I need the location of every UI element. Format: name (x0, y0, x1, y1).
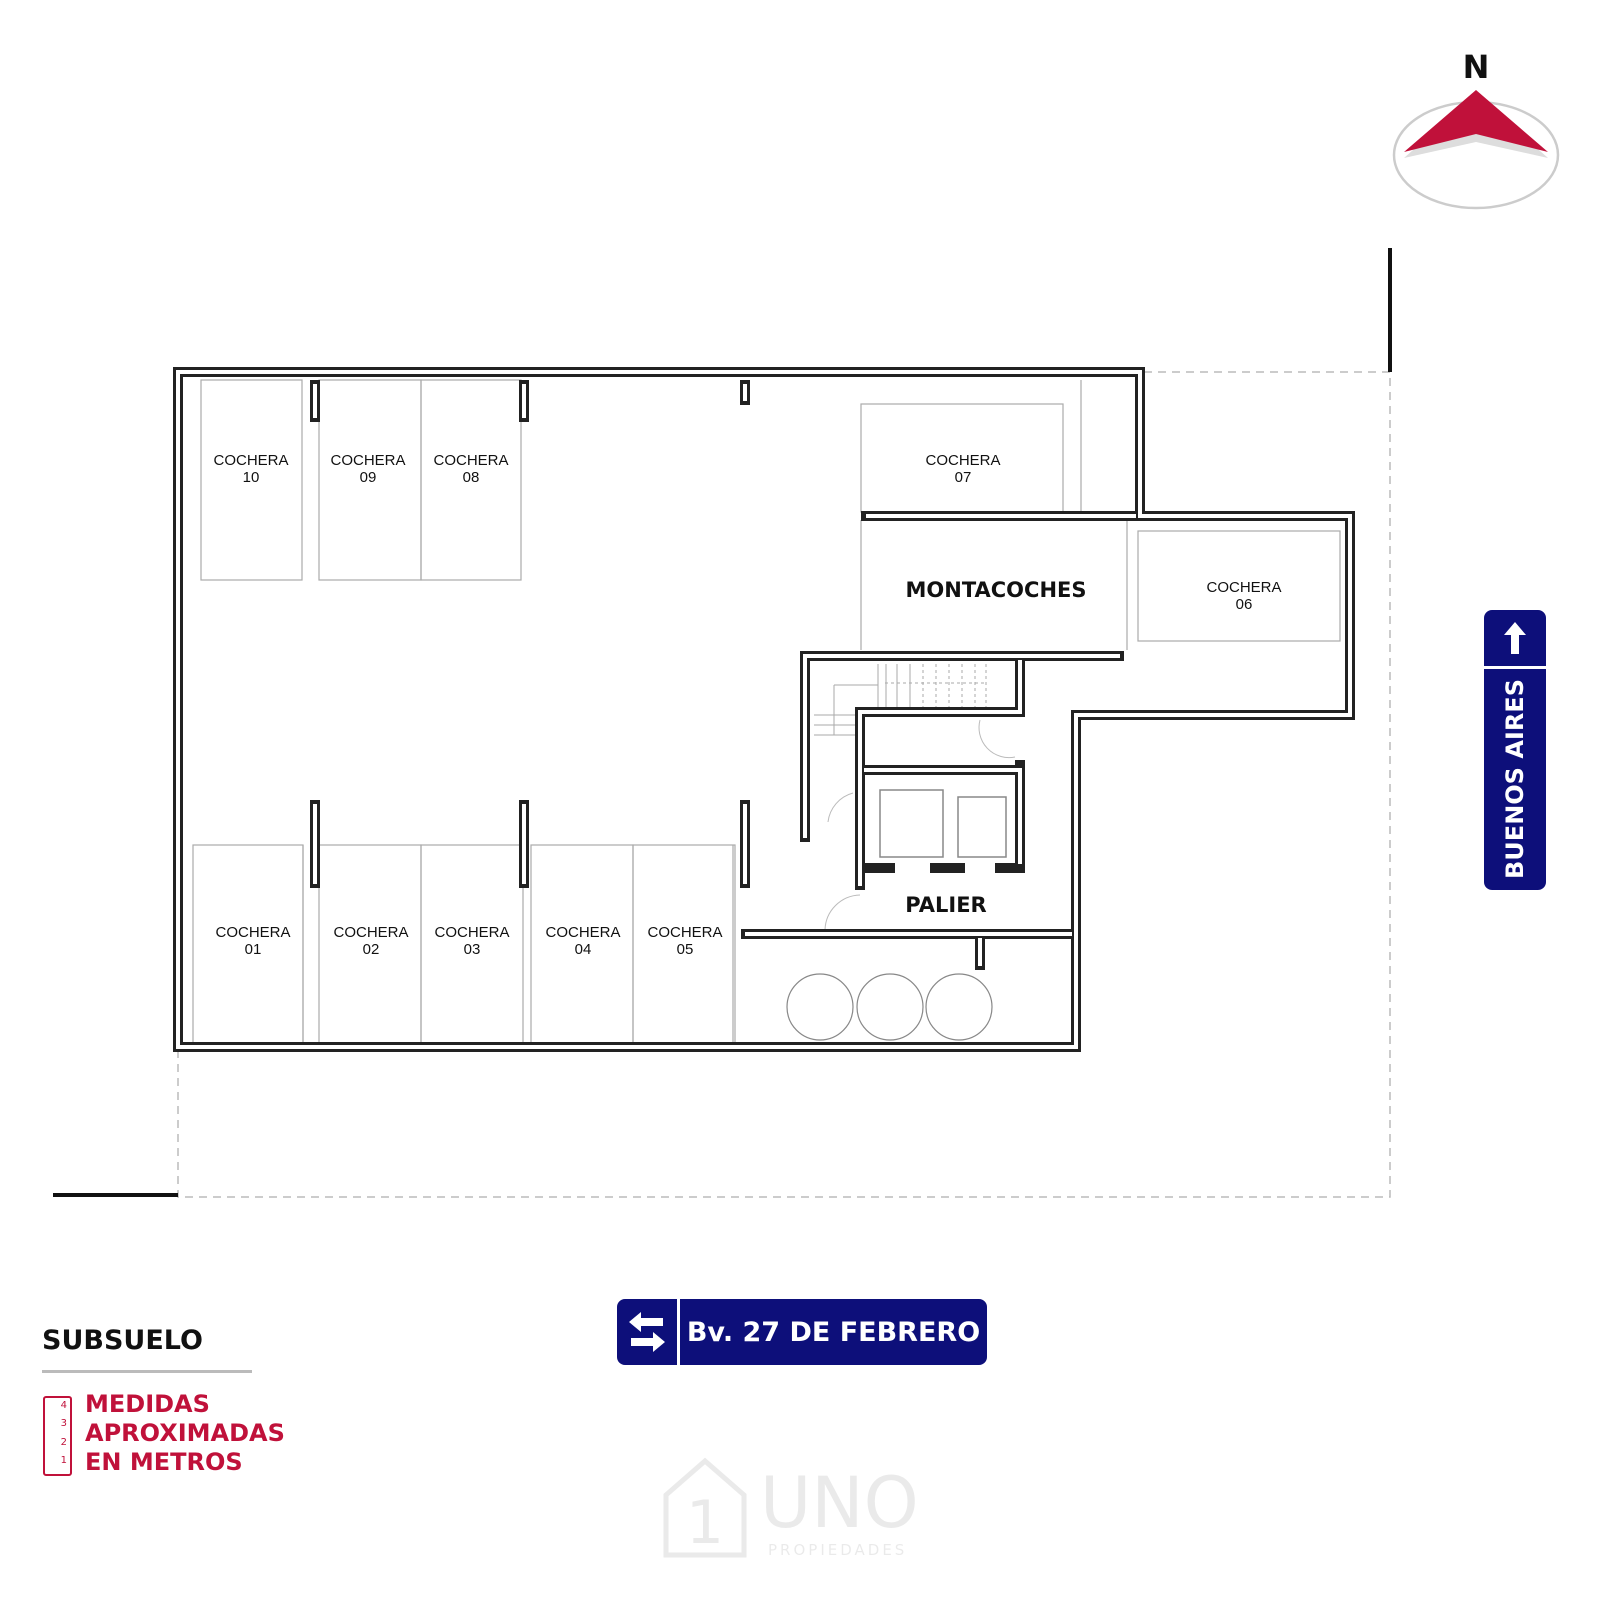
note-line: APROXIMADAS (85, 1419, 285, 1447)
space-label: COCHERA (215, 924, 290, 941)
svg-text:1: 1 (686, 1488, 724, 1558)
space-number: 05 (677, 941, 694, 958)
measurement-note: MEDIDAS APROXIMADAS EN METROS (85, 1390, 285, 1477)
note-line: EN METROS (85, 1448, 243, 1476)
divider (42, 1370, 252, 1373)
space-number: 08 (463, 469, 480, 486)
space-label: COCHERA (925, 452, 1000, 469)
space-label: COCHERA (333, 924, 408, 941)
space-number: 01 (245, 941, 262, 958)
note-line: MEDIDAS (85, 1390, 210, 1418)
space-number: 10 (243, 469, 260, 486)
space-number: 09 (360, 469, 377, 486)
space-label: COCHERA (545, 924, 620, 941)
watermark-brand: UNO (760, 1462, 919, 1544)
street-name-east: BUENOS AIRES (1501, 679, 1529, 879)
space-label: COCHERA (213, 452, 288, 469)
street-name-south: Bv. 27 DE FEBRERO (686, 1316, 981, 1348)
space-number: 04 (575, 941, 592, 958)
space-label: COCHERA (434, 924, 509, 941)
palier-label: PALIER (905, 893, 986, 917)
door-swings (824, 719, 1016, 931)
walls (173, 367, 1355, 1052)
ruler-tick: 3 (60, 1418, 67, 1429)
space-label: COCHERA (1206, 579, 1281, 596)
arrow-up-icon (1484, 610, 1546, 669)
lot-boundary (53, 248, 1392, 1198)
water-tanks (786, 973, 993, 1041)
floor-title: SUBSUELO (42, 1325, 203, 1356)
stairs (814, 664, 987, 736)
north-compass-icon: N (1392, 48, 1560, 210)
watermark-sub: PROPIEDADES (768, 1541, 907, 1559)
street-sign-bv-27-de-febrero: Bv. 27 DE FEBRERO (617, 1299, 987, 1365)
space-number: 02 (363, 941, 380, 958)
street-sign-buenos-aires: BUENOS AIRES (1484, 610, 1546, 890)
ruler-tick: 4 (60, 1400, 67, 1411)
elevators (879, 789, 1007, 858)
ruler-tick: 1 (60, 1455, 67, 1466)
ruler-icon: 4 3 2 1 (43, 1396, 72, 1476)
space-number: 03 (464, 941, 481, 958)
montacoches-label: MONTACOCHES (906, 578, 1087, 602)
watermark-logo: 1 UNO PROPIEDADES (660, 1455, 940, 1570)
space-label: COCHERA (330, 452, 405, 469)
space-number: 07 (955, 469, 972, 486)
space-label: COCHERA (433, 452, 508, 469)
space-number: 06 (1236, 596, 1253, 613)
space-label: COCHERA (647, 924, 722, 941)
north-label: N (1463, 48, 1490, 86)
two-way-arrows-icon (617, 1299, 680, 1365)
ruler-tick: 2 (60, 1437, 67, 1448)
